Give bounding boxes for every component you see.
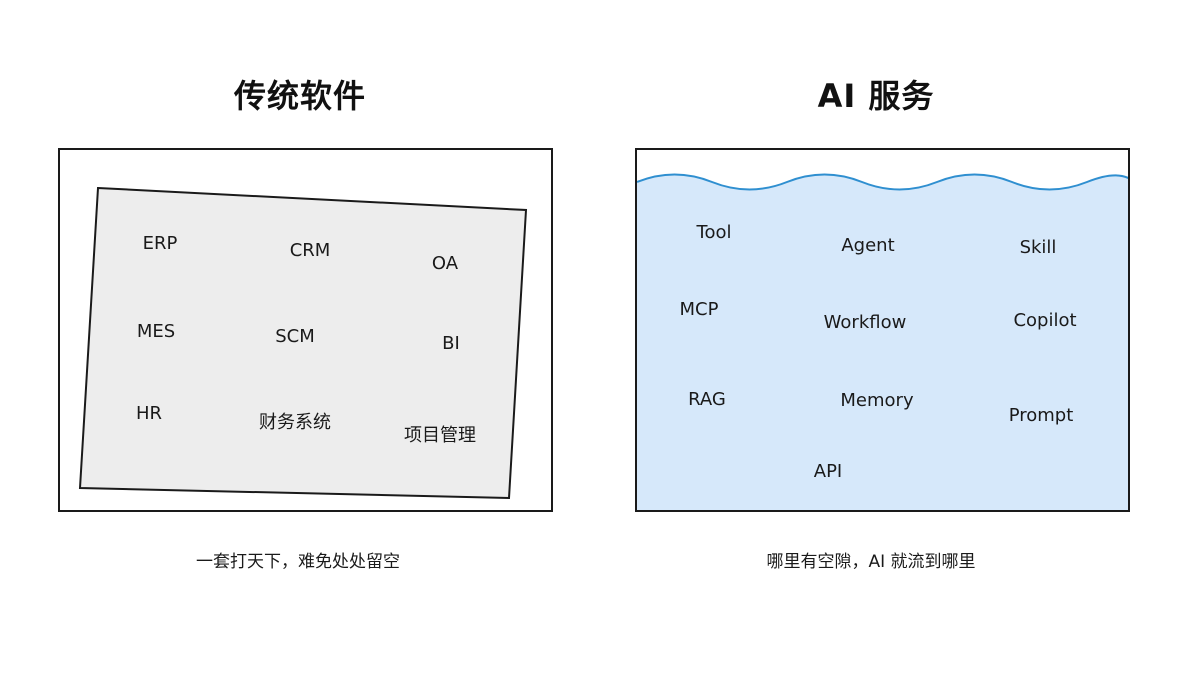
ai-service-panel: Tool Agent Skill MCP Workflow Copilot RA…	[635, 148, 1130, 512]
traditional-software-caption: 一套打天下，难免处处留空	[196, 552, 400, 572]
term-copilot: Copilot	[1013, 310, 1077, 331]
ai-service-title: AI 服务	[817, 77, 935, 115]
term-rag: RAG	[688, 389, 726, 410]
tilted-sheet	[78, 186, 528, 500]
term-skill: Skill	[1019, 237, 1057, 258]
water-fill	[637, 174, 1128, 510]
term-tool: Tool	[696, 222, 732, 243]
term-oa: OA	[431, 253, 459, 274]
term-bi: BI	[442, 333, 460, 354]
sheet-shape	[78, 186, 528, 500]
term-finance: 财务系统	[259, 412, 331, 433]
term-api: API	[813, 461, 843, 482]
wave-line	[637, 173, 1128, 191]
traditional-software-title: 传统软件	[233, 77, 366, 115]
term-scm: SCM	[275, 326, 315, 347]
ai-service-caption: 哪里有空隙，AI 就流到哪里	[766, 552, 976, 572]
term-mcp: MCP	[679, 299, 719, 320]
term-hr: HR	[135, 403, 163, 424]
term-crm: CRM	[289, 240, 331, 261]
term-agent: Agent	[841, 235, 895, 256]
term-mes: MES	[136, 321, 176, 342]
term-project: 项目管理	[404, 425, 476, 446]
traditional-software-panel: ERP CRM OA MES SCM BI HR 财务系统 项目管理	[58, 148, 553, 512]
term-prompt: Prompt	[1008, 405, 1074, 426]
term-memory: Memory	[840, 390, 914, 411]
water-area	[637, 173, 1128, 510]
term-erp: ERP	[142, 233, 178, 254]
term-workflow: Workflow	[823, 312, 907, 333]
